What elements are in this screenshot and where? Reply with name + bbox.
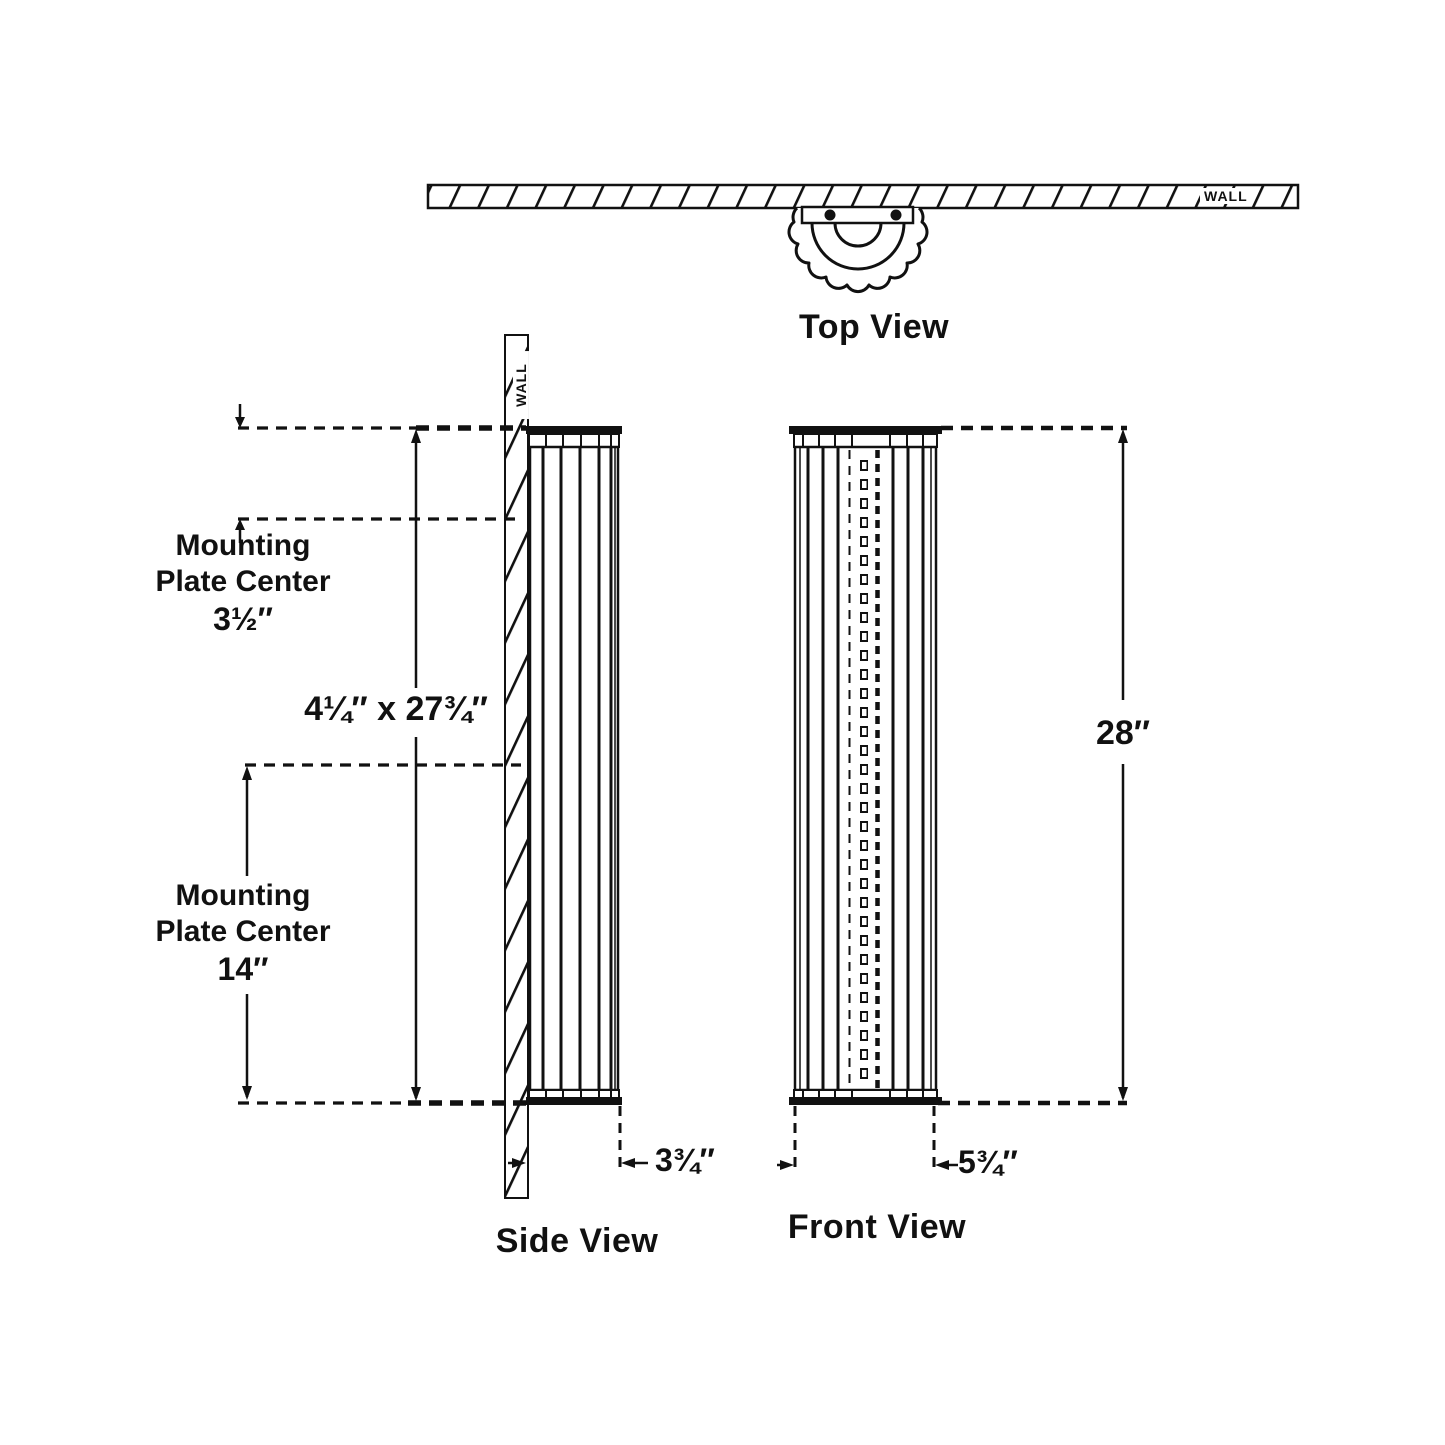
front-width-label: 5¾″ [958, 1144, 1018, 1181]
front-center-chain [860, 452, 868, 1086]
top-wall-bar [426, 183, 1300, 210]
top-wall-label: WALL [1200, 188, 1252, 205]
front-view-label: Front View [787, 1208, 967, 1246]
side-top-band [528, 433, 620, 448]
front-flutes [806, 447, 925, 1090]
mounting-plate-center-top: Mounting Plate Center 3½″ [143, 528, 343, 637]
mounting-plate-center-bottom: Mounting Plate Center 14″ [143, 878, 343, 987]
top-view-inner-shade [810, 222, 906, 271]
top-view-backplate-arc [833, 222, 883, 248]
side-view-label: Side View [495, 1222, 659, 1260]
top-view-scalloped-shade [787, 206, 929, 294]
top-view-screw-right [890, 209, 902, 221]
mounting-plate-center-top-label: Mounting Plate Center [155, 529, 331, 598]
side-top-band-ticks [545, 434, 612, 447]
front-view-drawing [789, 426, 942, 1105]
mounting-plate-center-top-value: 3½″ [213, 601, 273, 637]
mounting-plate-center-bottom-value: 14″ [217, 951, 269, 987]
front-top-cap [789, 426, 942, 434]
fixture-size-label: 4¼″ x 27¾″ [296, 690, 496, 730]
top-view-label: Top View [798, 308, 950, 346]
front-bottom-cap [789, 1097, 942, 1105]
overall-height-label: 28″ [1086, 714, 1160, 754]
side-top-cap [526, 426, 622, 434]
mounting-plate-center-bottom-label: Mounting Plate Center [155, 879, 331, 948]
side-wall-label: WALL [512, 351, 530, 420]
reference-lines [238, 425, 1127, 1172]
side-body [528, 445, 620, 1092]
side-depth-label: 3¾″ [655, 1142, 715, 1179]
side-bottom-cap [526, 1097, 622, 1105]
front-top-band [793, 433, 938, 448]
dimension-arrows [235, 404, 1128, 1170]
top-view-screw-left [824, 209, 836, 221]
top-view-drawing [426, 183, 1300, 294]
side-view-drawing [504, 334, 622, 1199]
side-flutes [541, 447, 613, 1090]
front-top-band-ticks [802, 434, 924, 447]
